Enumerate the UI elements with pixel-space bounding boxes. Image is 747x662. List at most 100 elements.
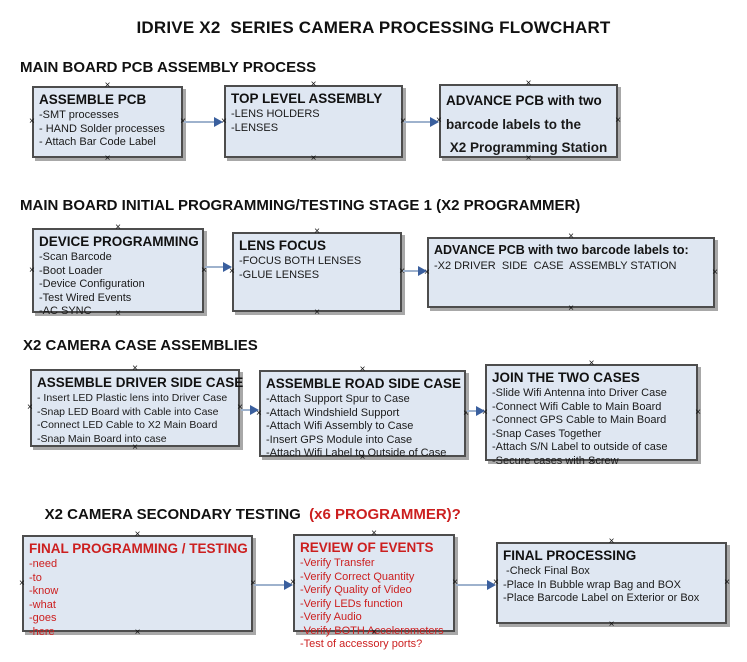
box-item: -need <box>29 558 58 570</box>
arrow-head-icon <box>284 580 293 590</box>
box-title: REVIEW OF EVENTS <box>300 540 434 555</box>
box-item: -Test Wired Events <box>39 291 132 304</box>
connection-anchor: × <box>104 153 111 164</box>
connection-anchor: × <box>310 79 317 90</box>
arrow-head-icon <box>214 117 223 127</box>
connection-anchor: × <box>463 407 469 419</box>
connection-anchor: × <box>371 627 377 638</box>
box-item: -GLUE LENSES <box>239 268 320 281</box>
connection-anchor: × <box>359 452 366 463</box>
box-title: DEVICE PROGRAMMING <box>39 234 199 249</box>
box-item: -Attach Support Spur to Case <box>266 393 410 405</box>
box-item: -Connect LED Cable to X2 Main Board <box>37 419 218 431</box>
flow-box-advance-pcb-driver-side: ADVANCE PCB with two barcode labels to: … <box>424 232 718 314</box>
box-item: -Attach Wifi Label to Outside of Case <box>266 447 447 459</box>
connection-anchor: × <box>201 264 207 276</box>
connection-anchor: × <box>608 619 615 630</box>
box-item: -Place Barcode Label on Exterior or Box <box>503 592 700 604</box>
connection-anchor: × <box>115 308 121 319</box>
flow-arrow-4 <box>403 266 427 276</box>
box-item: -Insert GPS Module into Case <box>266 433 413 446</box>
connection-anchor: × <box>132 442 138 453</box>
box-items: -LENS HOLDERS-LENSES <box>231 108 396 135</box>
flow-box-assemble-driver-side-case: ASSEMBLE DRIVER SIDE CASE - Insert LED P… <box>27 364 243 453</box>
box-item: - Attach Bar Code Label <box>39 136 156 148</box>
box-item: - HAND Solder processes <box>39 122 165 135</box>
box-title: LENS FOCUS <box>239 238 327 253</box>
flow-arrow-5 <box>241 405 259 415</box>
arrow-head-icon <box>476 406 485 416</box>
connection-anchor: × <box>250 577 256 589</box>
connection-anchor: × <box>724 577 730 588</box>
connection-anchor: × <box>132 363 138 374</box>
box-item: -Device Configuration <box>39 278 145 290</box>
flow-box-join-the-two-cases: JOIN THE TWO CASES -Slide Wifi Antenna i… <box>482 359 701 467</box>
heading-black-part: X2 CAMERA SECONDARY TESTING <box>44 506 305 523</box>
box-item: -X2 DRIVER SIDE CASE ASSEMBLY STATION <box>434 260 677 272</box>
box-item: -Slide Wifi Antenna into Driver Case <box>492 387 667 399</box>
connection-anchor: × <box>568 231 574 242</box>
box-items: -Slide Wifi Antenna into Driver Case -Con… <box>492 387 691 468</box>
box-item: -goes <box>29 612 57 624</box>
connection-anchor: × <box>712 266 718 278</box>
flow-arrow-6 <box>467 406 485 416</box>
box-title: FINAL PROGRAMMING / TESTING <box>29 541 248 556</box>
connection-anchor: × <box>400 116 406 126</box>
box-item: -Boot Loader <box>39 264 103 277</box>
box-items: -Verify Transfer-Verify Correct Quantity… <box>300 557 448 652</box>
box-item: - Insert LED Plastic lens into Driver Ca… <box>37 392 228 404</box>
box-title: ASSEMBLE ROAD SIDE CASE <box>266 376 462 391</box>
arrow-head-icon <box>223 262 232 272</box>
connection-anchor: × <box>525 78 532 89</box>
box-item: barcode labels to the <box>446 117 582 132</box>
box-item: -Verify Audio <box>300 611 362 623</box>
flow-box-final-programming-testing: FINAL PROGRAMMING / TESTING -need-to-kno… <box>19 530 256 638</box>
connection-anchor: × <box>29 264 35 276</box>
box-items: -need-to-know-what-goes-here <box>29 558 246 639</box>
flow-arrow-7 <box>254 580 293 590</box>
connection-anchor: × <box>314 307 320 318</box>
connection-anchor: × <box>615 115 621 126</box>
connection-anchor: × <box>608 536 615 547</box>
flow-arrow-3 <box>205 262 232 272</box>
arrow-head-icon <box>250 405 259 415</box>
connection-anchor: × <box>588 456 595 467</box>
connection-anchor: × <box>19 577 25 589</box>
flow-box-device-programming: DEVICE PROGRAMMING -Scan Barcode-Boot Lo… <box>29 223 207 319</box>
connection-anchor: × <box>371 528 377 539</box>
connection-anchor: × <box>568 303 574 314</box>
box-item: -Attach S/N Label to outside of case <box>492 441 668 453</box>
connection-anchor: × <box>27 402 33 413</box>
box-item: -LENS HOLDERS <box>231 108 320 120</box>
connection-anchor: × <box>695 406 701 418</box>
box-title: JOIN THE TWO CASES <box>492 370 640 385</box>
flow-box-lens-focus: LENS FOCUS -FOCUS BOTH LENSES-GLUE LENSE… <box>229 227 405 318</box>
connection-anchor: × <box>237 402 243 413</box>
box-item: -Verify Correct Quantity <box>300 570 415 583</box>
box-item: -what <box>29 598 56 611</box>
box-items: -X2 DRIVER SIDE CASE ASSEMBLY STATION <box>434 260 708 274</box>
connection-anchor: × <box>525 153 532 164</box>
box-item: -Connect GPS Cable to Main Board <box>492 414 667 426</box>
box-item: -Test of accessory ports? <box>300 638 423 650</box>
box-item: -Verify LEDs function <box>300 597 403 610</box>
flow-box-final-processing: FINAL PROCESSING -Check Final Box-Place … <box>493 537 730 630</box>
box-item: -Snap LED Board with Cable into Case <box>37 405 219 418</box>
connection-anchor: × <box>29 116 35 127</box>
arrow-head-icon <box>430 117 439 127</box>
connection-anchor: × <box>134 529 141 540</box>
page-title: IDRIVE X2 SERIES CAMERA PROCESSING FLOWC… <box>136 18 611 37</box>
box-item: -AC SYNC <box>39 305 92 317</box>
section-heading-case-assemblies: X2 CAMERA CASE ASSEMBLIES <box>23 337 258 354</box>
connection-anchor: × <box>115 222 121 233</box>
flow-box-review-of-events: REVIEW OF EVENTS -Verify Transfer-Verify… <box>290 529 458 651</box>
box-item: -to <box>29 571 42 584</box>
arrow-head-icon <box>418 266 427 276</box>
connection-anchor: × <box>134 627 141 638</box>
box-title: TOP LEVEL ASSEMBLY <box>231 91 383 106</box>
box-item: -know <box>29 585 59 597</box>
box-item: -Attach Windshield Support <box>266 406 400 419</box>
connection-anchor: × <box>399 267 405 277</box>
flow-arrow-2 <box>404 117 439 127</box>
box-item: -Check Final Box <box>503 565 590 577</box>
